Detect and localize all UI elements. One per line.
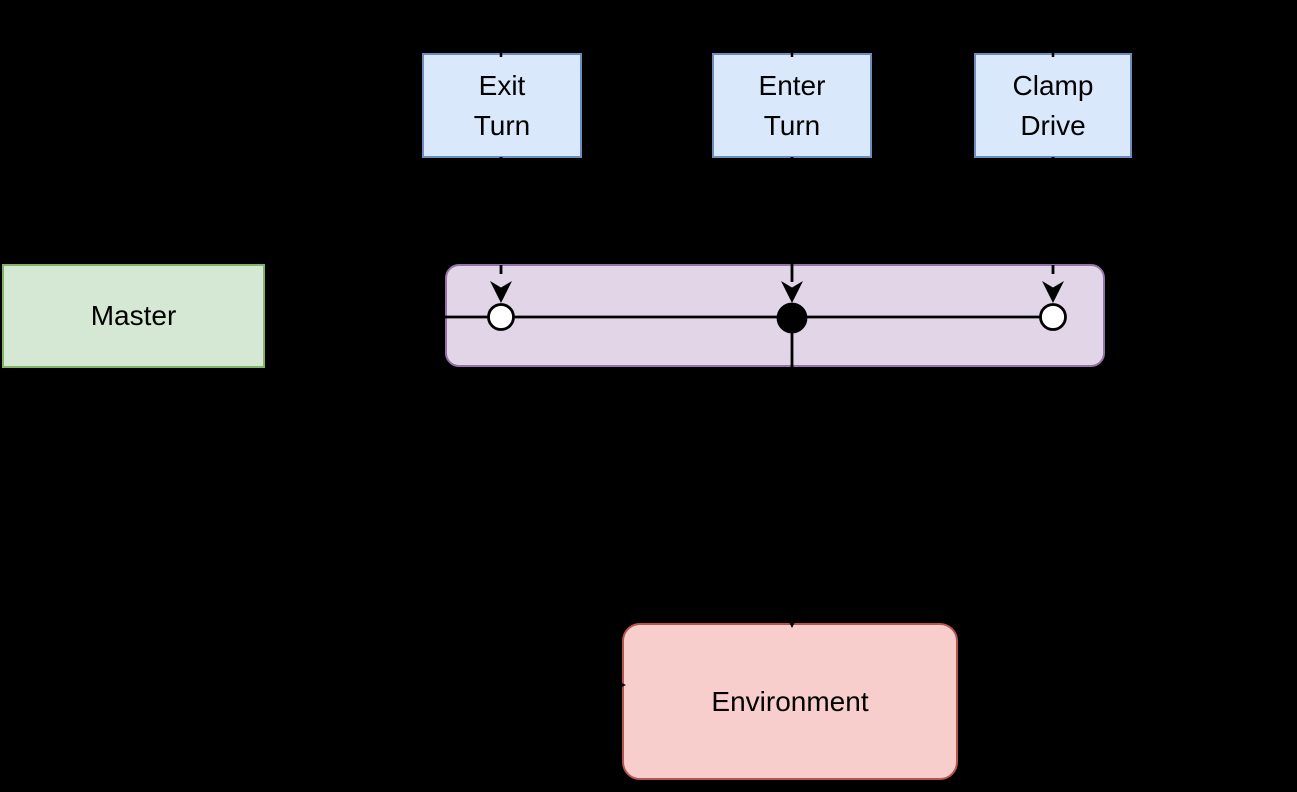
node-environment-label: Environment xyxy=(711,685,869,717)
node-enter-turn: Enter Turn xyxy=(712,53,872,158)
node-event-bus xyxy=(445,264,1105,367)
node-clamp-drive: Clamp Drive xyxy=(974,53,1132,158)
edge-master-to-environment xyxy=(128,368,607,687)
node-exit-turn-label: Exit Turn xyxy=(473,70,531,141)
node-environment: Environment xyxy=(622,623,958,780)
node-enter-turn-label: Enter Turn xyxy=(758,70,826,141)
node-master-label: Master xyxy=(90,300,177,332)
node-master: Master xyxy=(2,264,265,368)
node-clamp-drive-label: Clamp Drive xyxy=(1012,70,1094,141)
node-exit-turn: Exit Turn xyxy=(422,53,582,158)
